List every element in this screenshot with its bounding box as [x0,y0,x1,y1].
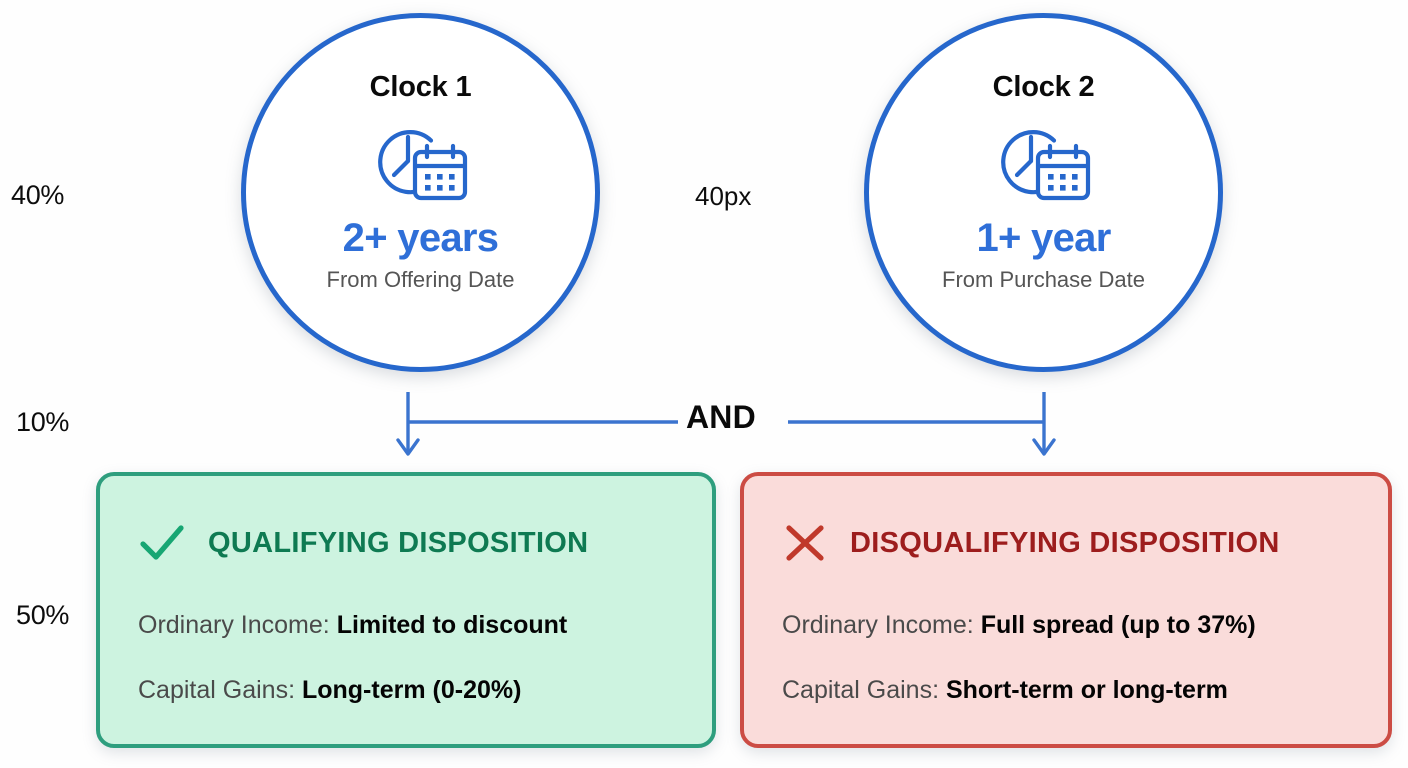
clock-card-2-duration: 1+ year [976,216,1111,260]
outcome-row-label: Capital Gains: [782,676,946,704]
clock-card-1: Clock 1 [241,13,600,372]
outcome-card-qualifying-title: QUALIFYING DISPOSITION [208,526,589,559]
outcome-row-value: Short-term or long-term [945,676,1228,704]
clock-card-1-duration: 2+ years [342,216,499,260]
outcome-row-capital-gains: Capital Gains: Short-term or long-term [782,678,1350,703]
gutter-label-row-40: 40% [11,180,65,210]
outcome-card-qualifying: QUALIFYING DISPOSITION Ordinary Income: … [96,472,716,748]
outcome-row-label: Ordinary Income: [138,611,337,639]
outcome-card-disqualifying-title: DISQUALIFYING DISPOSITION [850,526,1280,559]
clock-calendar-icon [369,118,473,210]
outcome-row-ordinary-income: Ordinary Income: Full spread (up to 37%) [782,613,1350,638]
clock-card-2-title: Clock 2 [992,71,1095,103]
outcome-card-disqualifying: DISQUALIFYING DISPOSITION Ordinary Incom… [740,472,1392,748]
outcome-row-value: Limited to discount [336,611,568,639]
clock-card-1-subtitle: From Offering Date [326,267,515,292]
gutter-gap-label: 40px [695,181,752,211]
outcome-row-value: Full spread (up to 37%) [980,611,1256,639]
outcome-card-disqualifying-header: DISQUALIFYING DISPOSITION [782,520,1350,566]
outcome-row-capital-gains: Capital Gains: Long-term (0-20%) [138,678,674,703]
outcome-row-ordinary-income: Ordinary Income: Limited to discount [138,613,674,638]
cross-icon [786,525,824,561]
clock-calendar-icon [992,118,1096,210]
outcome-row-label: Ordinary Income: [782,611,981,639]
gutter-label-row-50: 50% [16,600,70,630]
outcome-card-qualifying-header: QUALIFYING DISPOSITION [138,520,674,566]
and-operator-label: AND [686,399,756,435]
clock-card-2: Clock 2 1+ year From Purchase Date [864,13,1223,372]
clock-card-1-title: Clock 1 [369,71,472,103]
gutter-label-row-10: 10% [16,407,70,437]
clock-card-2-subtitle: From Purchase Date [942,267,1145,292]
outcome-row-value: Long-term (0-20%) [301,676,522,704]
check-icon [140,525,184,560]
outcome-row-label: Capital Gains: [138,676,302,704]
